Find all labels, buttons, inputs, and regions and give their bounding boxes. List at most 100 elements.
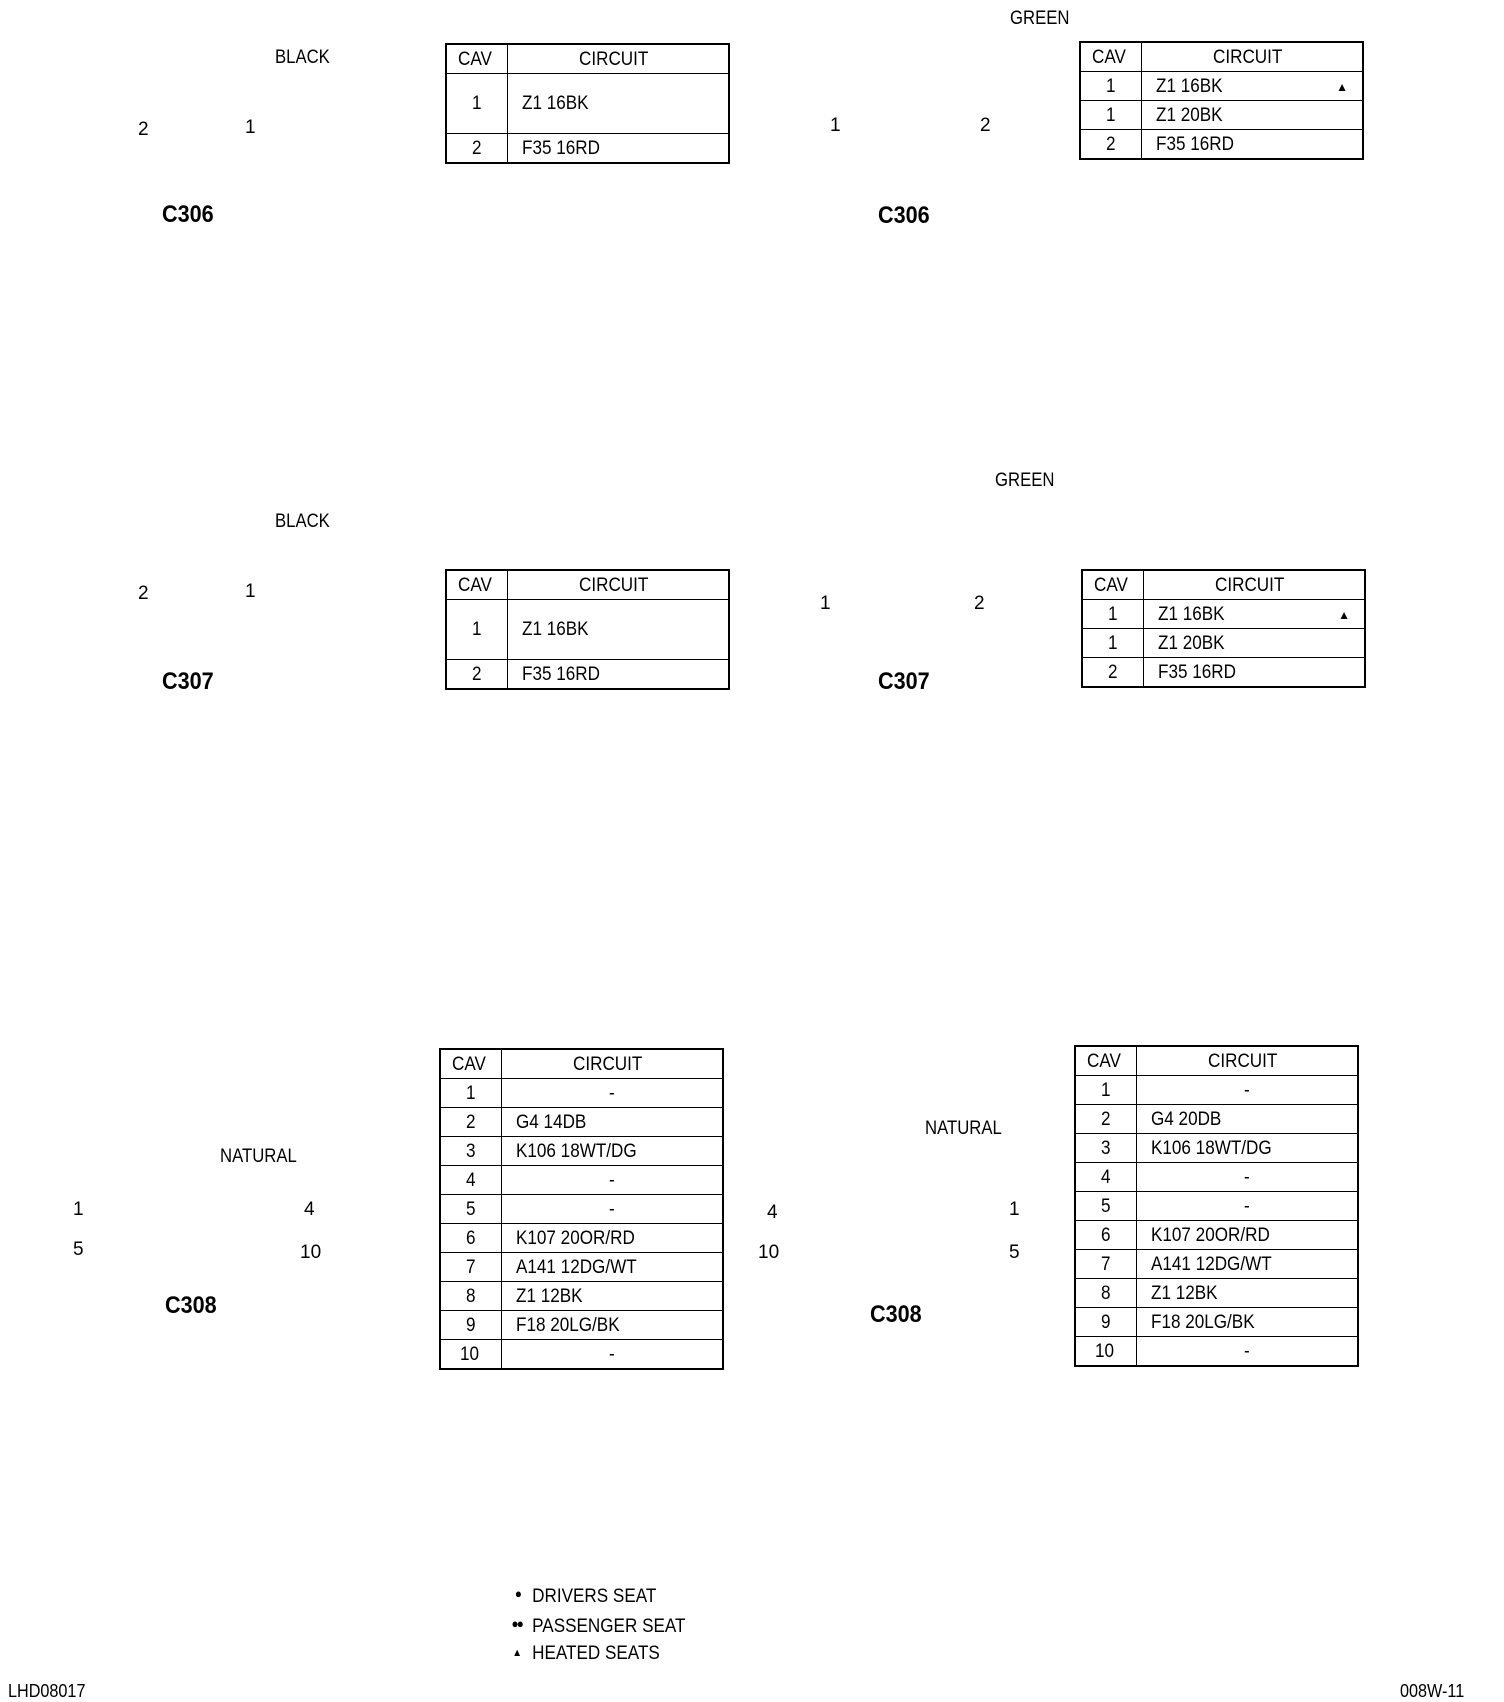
color-label: BLACK — [275, 511, 330, 532]
heated-seats-mark: ▲ — [1338, 608, 1350, 622]
triangle-icon: ▲ — [512, 1647, 522, 1659]
cav-cell: 3 — [439, 1136, 502, 1166]
circuit-cell: Z1 20BK — [1141, 100, 1364, 130]
table-row: 1- — [1074, 1075, 1359, 1105]
cav-cell: 1 — [1081, 599, 1144, 629]
cav-cell: 2 — [1081, 657, 1144, 688]
color-label: NATURAL — [925, 1118, 1002, 1139]
pin-label: 5 — [73, 1239, 84, 1260]
connector-name: C307 — [162, 668, 214, 695]
terminal-cavity — [234, 1203, 254, 1223]
table-row: 1- — [439, 1078, 724, 1108]
circuit-cell: G4 20DB — [1136, 1104, 1359, 1134]
cav-cell: 1 — [445, 73, 508, 134]
cav-cell: 7 — [1074, 1249, 1137, 1279]
pin-label: 1 — [1009, 1199, 1020, 1220]
circuit-cell: - — [1136, 1162, 1359, 1192]
circuit-cell: F18 20LG/BK — [1136, 1307, 1359, 1337]
terminal-cavity — [142, 1203, 162, 1223]
cav-cell: 1 — [1079, 100, 1142, 130]
pin-label: 1 — [830, 115, 841, 136]
color-label: GREEN — [995, 470, 1055, 491]
legend-item-heated-seats: ▲ HEATED SEATS — [495, 1640, 685, 1667]
circuit-cell: K106 18WT/DG — [1136, 1133, 1359, 1163]
header-cav: CAV — [1081, 569, 1144, 600]
cav-cell: 10 — [439, 1339, 502, 1370]
cavity-table-c307-black: CAV CIRCUIT 1 Z1 16BK 2 F35 16RD — [445, 569, 730, 690]
table-row: 5- — [439, 1194, 724, 1224]
circuit-cell: F35 16RD — [507, 133, 730, 164]
table-row: 5- — [1074, 1191, 1359, 1221]
cavity-table-c306-green: CAV CIRCUIT 1 Z1 16BK▲ 1 Z1 20BK 2 F35 1… — [1079, 41, 1364, 160]
circuit-cell: F35 16RD — [1143, 657, 1366, 688]
cav-cell: 5 — [1074, 1191, 1137, 1221]
legend-item-drivers-seat: ● DRIVERS SEAT — [495, 1580, 685, 1610]
circuit-cell: - — [1136, 1336, 1359, 1367]
header-cav: CAV — [445, 569, 508, 600]
pin-label: 1 — [73, 1199, 84, 1220]
circuit-cell: Z1 16BK▲ — [1143, 599, 1366, 629]
cav-cell: 1 — [1074, 1075, 1137, 1105]
cav-cell: 9 — [1074, 1307, 1137, 1337]
pin-label: 1 — [245, 581, 256, 602]
terminal-cavity — [958, 1201, 978, 1221]
circuit-cell: Z1 20BK — [1143, 628, 1366, 658]
circuit-cell: A141 12DG/WT — [1136, 1249, 1359, 1279]
terminal-cavity — [958, 1237, 978, 1257]
legend-text: HEATED SEATS — [532, 1643, 660, 1664]
pin-label: 2 — [138, 119, 149, 140]
terminal-cavity — [894, 1237, 914, 1257]
pin-label: 1 — [245, 117, 256, 138]
terminal-cavity — [194, 1237, 214, 1257]
pin-label: 2 — [980, 115, 991, 136]
circuit-cell: G4 14DB — [501, 1107, 724, 1137]
legend-text: DRIVERS SEAT — [532, 1586, 657, 1607]
header-cav: CAV — [1074, 1045, 1137, 1076]
figure-id-left: LHD08017 — [8, 1681, 86, 1701]
cav-cell: 4 — [1074, 1162, 1137, 1192]
color-label: NATURAL — [220, 1146, 297, 1167]
cav-cell: 5 — [439, 1194, 502, 1224]
circuit-cell: - — [1136, 1191, 1359, 1221]
connector-name: C308 — [165, 1292, 217, 1319]
heated-seats-mark: ▲ — [1336, 80, 1348, 94]
pin-label: 1 — [820, 593, 831, 614]
terminal-cavity — [932, 1201, 952, 1221]
terminal-cavity — [812, 1201, 832, 1221]
cav-cell: 6 — [439, 1223, 502, 1253]
cav-cell: 8 — [1074, 1278, 1137, 1308]
cav-cell: 2 — [445, 659, 508, 690]
cav-cell: 2 — [1079, 129, 1142, 160]
header-cav: CAV — [445, 43, 508, 74]
cavity-table-c307-green: CAV CIRCUIT 1 Z1 16BK▲ 1 Z1 20BK 2 F35 1… — [1081, 569, 1366, 688]
header-circuit: CIRCUIT — [1136, 1045, 1359, 1076]
circuit-cell: Z1 12BK — [1136, 1278, 1359, 1308]
pin-label: 2 — [974, 593, 985, 614]
terminal-cavity — [260, 1237, 280, 1257]
circuit-cell: - — [501, 1078, 724, 1108]
cav-cell: 1 — [1079, 71, 1142, 101]
header-cav: CAV — [1079, 41, 1142, 72]
circuit-cell: - — [501, 1339, 724, 1370]
cav-cell: 1 — [445, 599, 508, 660]
cav-cell: 1 — [1081, 628, 1144, 658]
cav-cell: 8 — [439, 1281, 502, 1311]
header-circuit: CIRCUIT — [1141, 41, 1364, 72]
pin-label: 10 — [300, 1242, 322, 1263]
terminal-cavity — [238, 1237, 258, 1257]
connector-name: C307 — [878, 668, 930, 695]
table-row: 10- — [439, 1339, 724, 1370]
table-row: 4- — [439, 1165, 724, 1195]
circuit-cell: A141 12DG/WT — [501, 1252, 724, 1282]
terminal-cavity — [838, 1201, 858, 1221]
terminal-cavity — [168, 1237, 188, 1257]
